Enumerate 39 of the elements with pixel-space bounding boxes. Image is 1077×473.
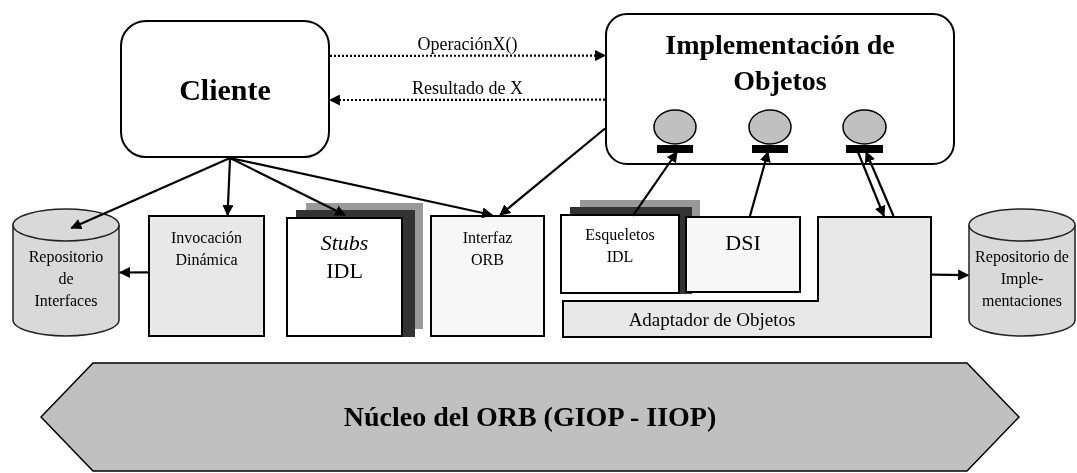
skeleton-port [748,109,792,154]
component-box [430,215,545,337]
adapter-label: Adaptador de Objetos [628,308,796,332]
arrow [328,94,605,106]
box-label: DSI [725,232,761,254]
arrow [748,150,771,217]
component-box [148,215,265,337]
arrow [229,156,494,219]
component-box [685,216,801,293]
edge-label: OperaciónX() [415,33,520,54]
arrow [857,151,886,217]
core-label: Núcleo del ORB (GIOP - IIOP) [343,400,717,434]
arrow [631,151,678,217]
repository-label: Repositorio de Interfaces [27,247,105,311]
adapter-shape [562,216,932,338]
repository-cylinder [968,208,1076,337]
arrow [118,266,148,278]
repository-cylinder [12,208,120,337]
core-hexagon [40,362,1020,472]
stacked-box [560,200,700,294]
box-label: Stubs IDL [319,229,370,285]
client-box [120,20,330,158]
arrow [499,127,606,216]
arrow [70,157,231,230]
arrow [932,269,970,281]
box-label: Esqueletos IDL [584,225,656,267]
box-label: Invocación Dinámica [169,228,244,270]
stacked-box [286,203,423,337]
skeleton-port [653,109,697,154]
arrow [229,157,346,217]
repository-label: Repositorio de Imple- mentaciones [974,247,1070,311]
skeleton-port [842,109,887,154]
arrow [864,151,895,217]
box-title: Implementación de Objetos [664,28,896,98]
box-title: Cliente [179,71,271,108]
arrow [222,157,234,217]
box-label: Interfaz ORB [461,228,514,270]
arrow [330,50,607,62]
implementation-box [605,13,955,165]
